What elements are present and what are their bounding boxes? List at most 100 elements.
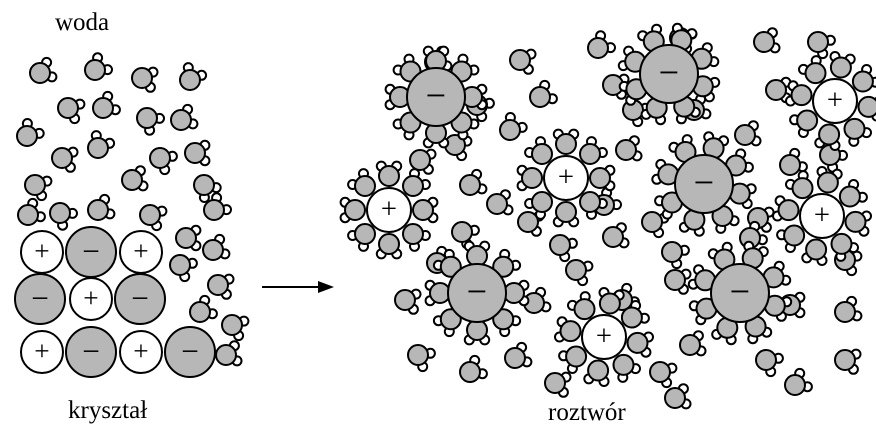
cation-circle <box>20 230 64 274</box>
water-molecule <box>87 130 116 159</box>
anion-sign: − <box>31 280 49 315</box>
water-molecule <box>626 331 654 358</box>
water-molecule <box>121 165 149 192</box>
oxygen-atom <box>829 56 852 79</box>
water-molecule <box>184 139 211 167</box>
oxygen-atom <box>409 149 431 171</box>
oxygen-atom <box>818 123 841 146</box>
oxygen-atom <box>559 320 582 343</box>
water-molecule <box>565 259 594 287</box>
water-molecule <box>175 224 202 252</box>
water-molecule <box>347 223 376 252</box>
water-molecule <box>492 308 522 338</box>
water-molecule <box>84 52 113 81</box>
cation-ion: + <box>119 330 163 374</box>
water-molecule <box>459 354 488 383</box>
anion-ion: − <box>14 273 66 325</box>
water-molecule <box>807 31 836 60</box>
oxygen-atom <box>344 199 366 221</box>
oxygen-atom <box>136 107 158 129</box>
water-molecule <box>579 136 608 165</box>
water-molecule <box>463 240 491 267</box>
oxygen-atom <box>529 86 551 108</box>
water-molecule <box>375 160 403 187</box>
water-molecule <box>409 148 437 175</box>
water-molecule <box>407 344 436 373</box>
oxygen-atom <box>203 199 225 221</box>
crystal-label: kryształ <box>68 397 148 424</box>
oxygen-atom <box>857 95 876 118</box>
oxygen-atom <box>612 353 635 376</box>
oxygen-atom <box>765 79 787 101</box>
oxygen-atom <box>664 269 686 291</box>
oxygen-atom <box>555 201 577 223</box>
oxygen-atom <box>149 147 171 169</box>
water-molecule <box>24 174 53 202</box>
oxygen-atom <box>517 211 539 233</box>
oxygen-atom <box>24 174 46 196</box>
water-molecule <box>798 55 827 85</box>
oxygen-atom <box>354 223 376 245</box>
water-molecule <box>739 220 768 249</box>
oxygen-atom <box>830 232 853 255</box>
oxygen-atom <box>626 331 649 354</box>
water-molecule <box>375 233 403 260</box>
oxygen-atom <box>791 177 814 200</box>
water-molecule <box>394 288 422 315</box>
oxygen-atom <box>131 67 153 89</box>
cation-sign: + <box>133 236 148 266</box>
water-molecule <box>57 97 86 125</box>
water-molecule <box>516 164 543 192</box>
cation-ion: + <box>20 230 64 274</box>
water-molecule <box>92 90 121 119</box>
anion-sign: − <box>131 280 149 315</box>
water-molecule <box>844 210 872 237</box>
cation-ion: + <box>119 230 163 274</box>
oxygen-atom <box>555 133 577 155</box>
oxygen-atom <box>202 239 224 261</box>
oxygen-atom <box>169 254 191 276</box>
water-molecule <box>789 109 819 138</box>
water-molecule <box>402 223 431 252</box>
oxygen-atom <box>531 143 553 165</box>
oxygen-atom <box>521 167 543 189</box>
oxygen-atom <box>807 31 829 53</box>
water-molecule <box>668 134 697 163</box>
anion-circle <box>710 263 770 323</box>
water-molecule <box>651 158 680 186</box>
anion-circle <box>674 154 734 214</box>
water-molecule <box>664 268 692 295</box>
water-molecule <box>193 174 222 203</box>
water-molecule <box>776 224 806 253</box>
ionic-crystal: +−+−+−+−+− <box>14 226 216 378</box>
water-molecule <box>29 56 58 84</box>
oxygen-atom <box>565 345 588 368</box>
oxygen-atom <box>193 174 215 196</box>
anion-ion: − <box>674 154 734 214</box>
oxygen-atom <box>451 221 473 243</box>
oxygen-atom <box>661 241 683 263</box>
oxygen-atom <box>753 31 775 53</box>
water-molecule <box>816 166 843 194</box>
cation-circle <box>543 155 589 201</box>
water-molecule <box>149 147 178 176</box>
oxygen-atom <box>641 211 663 233</box>
oxygen-atom <box>184 142 206 164</box>
water-molecule <box>517 210 545 237</box>
oxygen-atom <box>804 62 827 85</box>
water-molecule <box>725 148 754 177</box>
water-molecule <box>857 95 876 122</box>
cation-circle <box>366 187 412 233</box>
water-molecule <box>589 164 616 192</box>
water-molecule <box>830 232 859 262</box>
anion-ion: − <box>65 226 117 278</box>
water-molecule <box>51 146 79 173</box>
water-molecule <box>170 103 199 131</box>
oxygen-atom <box>92 97 114 119</box>
oxygen-atom <box>121 169 143 191</box>
oxygen-atom <box>531 191 553 213</box>
cation-sign: + <box>558 162 574 193</box>
water-molecule <box>640 96 668 126</box>
oxygen-atom <box>579 191 601 213</box>
oxygen-atom <box>87 199 109 221</box>
